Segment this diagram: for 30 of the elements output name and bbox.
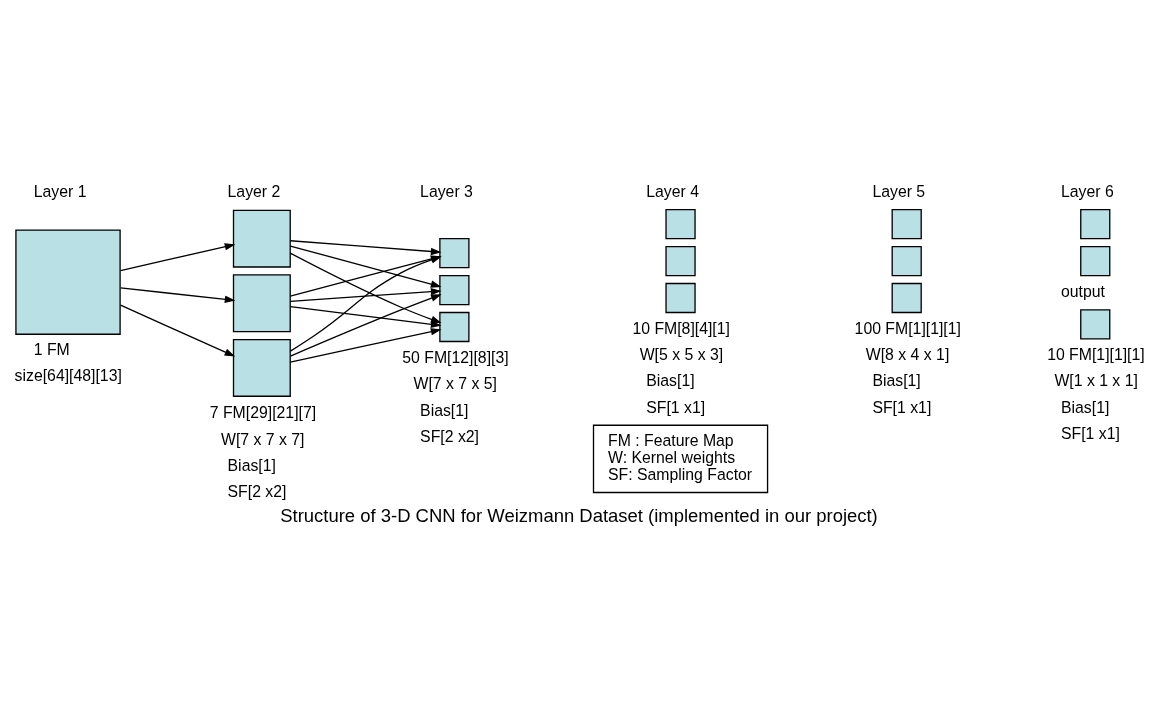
label: Layer 5 xyxy=(872,182,926,200)
label: SF[1 x1] xyxy=(872,398,932,416)
label: size[64][48][13] xyxy=(14,366,122,384)
caption: Structure of 3-D CNN for Weizmann Dataset (implemented in our project) xyxy=(280,504,878,526)
label: Layer 4 xyxy=(646,182,699,200)
label: Layer 1 xyxy=(33,182,87,200)
label: Bias[1] xyxy=(1060,398,1110,416)
label: Layer 2 xyxy=(227,182,281,200)
label: output xyxy=(1060,282,1105,300)
label: Bias[1] xyxy=(227,456,276,474)
label: 7 FM[29][21][7] xyxy=(209,403,317,421)
label: W[1 x 1 x 1] xyxy=(1054,371,1138,389)
label: Bias[1] xyxy=(646,371,695,389)
label: W[8 x 4 x 1] xyxy=(865,345,950,363)
label: SF[1 x1] xyxy=(1060,424,1120,442)
label: Layer 3 xyxy=(420,182,473,200)
label: SF[1 x1] xyxy=(646,398,706,416)
label: 100 FM[1][1][1] xyxy=(854,319,961,337)
label: 1 FM xyxy=(33,340,70,358)
label: SF[2 x2] xyxy=(420,427,479,445)
label: W[5 x 5 x 3] xyxy=(639,345,724,363)
label: Bias[1] xyxy=(872,371,921,389)
label: W[7 x 7 x 5] xyxy=(413,374,497,392)
label: W[7 x 7 x 7] xyxy=(220,430,305,448)
label: 10 FM[1][1][1] xyxy=(1047,345,1145,363)
label: Layer 6 xyxy=(1060,182,1114,200)
label: 50 FM[12][8][3] xyxy=(402,348,509,366)
label: 10 FM[8][4][1] xyxy=(632,319,730,337)
label: Bias[1] xyxy=(420,400,469,418)
label: SF[2 x2] xyxy=(227,482,287,500)
